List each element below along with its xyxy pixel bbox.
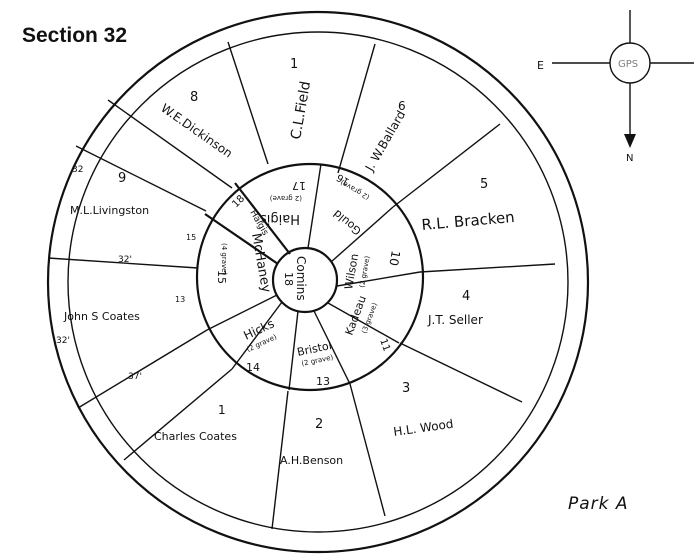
park-label: Park A xyxy=(568,494,629,514)
outer-boundary xyxy=(46,10,590,554)
center-plot-number: 18 xyxy=(282,272,295,286)
inner-plot-10-owner: Wilson xyxy=(342,253,361,291)
center-plot-circle xyxy=(271,246,339,314)
outer-ring xyxy=(67,31,569,533)
inner-plot-dividers xyxy=(204,163,421,391)
inner-plot-13-number: 13 xyxy=(316,375,330,388)
outer-plot-8-owner: W.E.Dickinson xyxy=(158,101,235,161)
edge-mark-32b: 32' xyxy=(118,255,132,265)
center-plot-owner: Comins xyxy=(294,256,308,301)
outer-plot-c1-owner: Charles Coates xyxy=(154,430,237,443)
edge-mark-37: 37' xyxy=(128,372,142,382)
edge-mark-13: 13 xyxy=(175,295,185,304)
outer-plot-dividers xyxy=(47,41,556,530)
inner-plot-15-owner: McHaney xyxy=(248,232,273,294)
inner-plot-17-owner: Haigis xyxy=(260,211,300,226)
inner-plot-17-number: 17 xyxy=(292,179,306,192)
compass-east: E xyxy=(537,59,544,72)
outer-plot-4-owner: J.T. Seller xyxy=(427,313,483,327)
outer-plot-9-owner: M.L.Livingston xyxy=(70,204,149,217)
outer-plot-2-owner: A.H.Benson xyxy=(280,454,343,467)
inner-plot-17-note: (2 grave) xyxy=(270,194,302,202)
outer-plot-c1-number: 1 xyxy=(218,403,226,417)
outer-plot-5-number: 5 xyxy=(480,177,488,192)
inner-ring xyxy=(195,162,425,392)
outer-plot-1-number: 1 xyxy=(290,57,298,72)
outer-plot-6-number: 6 xyxy=(398,99,406,113)
outer-plot-9-number: 9 xyxy=(118,171,126,186)
outer-plot-1-owner: C.L.Field xyxy=(288,80,314,141)
inner-plot-16-owner: Gould xyxy=(331,207,364,238)
compass-center: GPS xyxy=(618,59,638,70)
outer-plot-john-owner: John S Coates xyxy=(63,310,140,323)
inner-plot-16-note: (2 grave) xyxy=(339,178,371,201)
outer-plot-8-number: 8 xyxy=(190,90,198,105)
section-title: Section 32 xyxy=(22,24,128,47)
outer-plot-3-owner: H.L. Wood xyxy=(392,417,454,439)
compass-rose: E N GPS xyxy=(537,10,694,164)
edge-mark-32c: 32' xyxy=(56,336,70,346)
outer-plot-2-number: 2 xyxy=(315,417,323,432)
inner-plot-15-number: 15 xyxy=(215,270,228,284)
inner-plot-14-number: 14 xyxy=(246,361,260,374)
outer-plot-4-number: 4 xyxy=(462,289,470,304)
edge-mark-15: 15 xyxy=(186,233,196,242)
inner-plot-10-number: 10 xyxy=(386,249,402,266)
compass-north: N xyxy=(626,153,633,164)
outer-plot-3-number: 3 xyxy=(402,381,410,396)
inner-plot-11-id: 11 xyxy=(377,337,392,353)
edge-measurements: 32 15 32' 13 32' 37' xyxy=(56,165,196,382)
edge-mark-32a: 32 xyxy=(72,165,83,175)
outer-plot-6-owner: J. W.Ballard xyxy=(362,108,408,174)
outer-plot-5-owner: R.L. Bracken xyxy=(421,208,516,234)
inner-plot-15-note: (4 grave) xyxy=(220,243,228,275)
